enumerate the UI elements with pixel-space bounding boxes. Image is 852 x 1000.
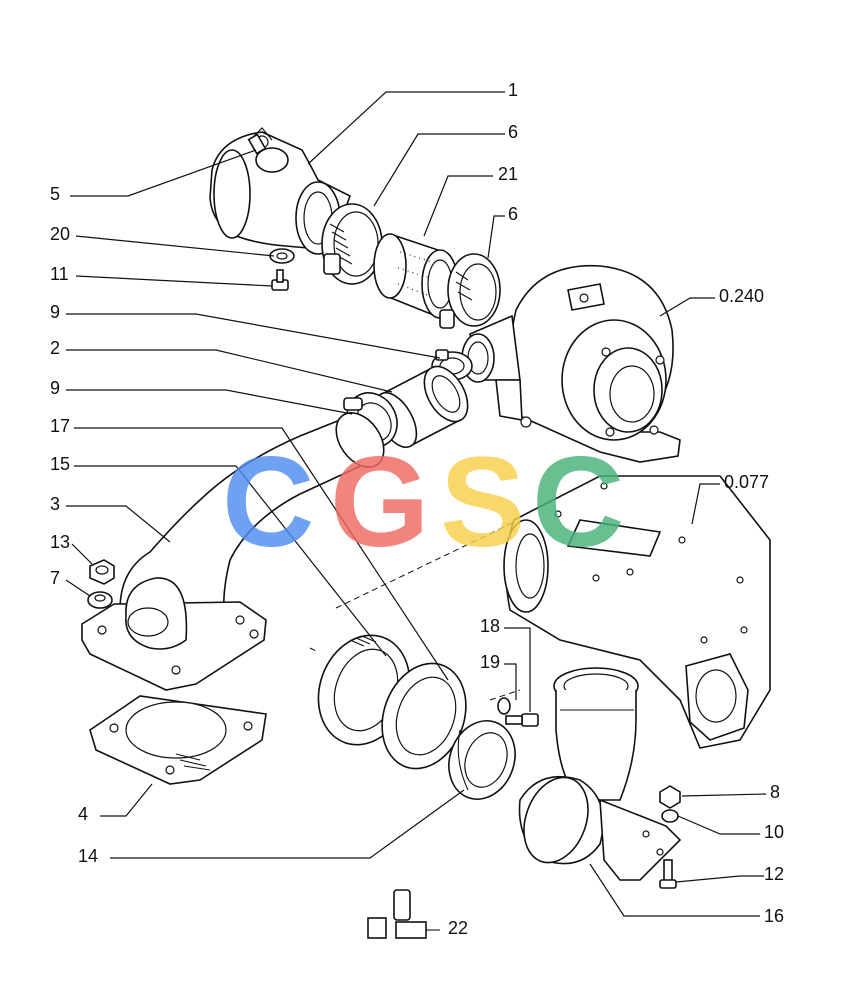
callout-4: 4 xyxy=(78,804,88,824)
part-6-hose-clamp-upper xyxy=(321,203,383,285)
part-5-screw xyxy=(247,133,267,155)
callout-12: 12 xyxy=(764,864,784,884)
part-12-bolt xyxy=(659,859,677,889)
callout-20: 20 xyxy=(50,224,70,244)
part-21-foam-sleeve xyxy=(373,233,459,319)
part-4-flange-gasket xyxy=(89,695,267,785)
callout-labels: 1 6 21 6 0.240 5 20 11 9 2 9 17 15 3 0.0… xyxy=(50,80,784,938)
cgsc-watermark: C G S C xyxy=(222,431,624,574)
callout-22: 22 xyxy=(448,918,468,938)
turbocharger-assembly xyxy=(461,264,681,463)
part-1-intake-elbow xyxy=(209,127,351,255)
watermark-letter-c2: C xyxy=(532,431,624,574)
part-11-bolt xyxy=(271,269,289,291)
part-15-gasket xyxy=(381,662,467,770)
part-10-washer xyxy=(661,809,679,823)
callout-10: 10 xyxy=(764,822,784,842)
callout-5: 5 xyxy=(50,184,60,204)
callout-9-a: 9 xyxy=(50,302,60,322)
callout-15: 15 xyxy=(50,454,70,474)
callout-1: 1 xyxy=(508,80,518,100)
part-18-screw xyxy=(505,713,539,727)
callout-0077: 0.077 xyxy=(724,472,769,492)
callout-2: 2 xyxy=(50,338,60,358)
callout-11: 11 xyxy=(50,264,69,284)
part-14-adapter-ring xyxy=(448,720,516,800)
callout-7: 7 xyxy=(50,568,60,588)
callout-6-b: 6 xyxy=(508,204,518,224)
callout-18: 18 xyxy=(480,616,500,636)
callout-9-b: 9 xyxy=(50,378,60,398)
part-13-nut xyxy=(89,559,115,585)
callout-13: 13 xyxy=(50,532,70,552)
callout-6-a: 6 xyxy=(508,122,518,142)
part-8-nut xyxy=(659,785,681,809)
callout-14: 14 xyxy=(78,846,98,866)
watermark-letter-c1: C xyxy=(222,431,314,574)
part-7-washer xyxy=(87,591,113,609)
part-16-elbow-pipe xyxy=(518,667,682,881)
callout-21: 21 xyxy=(498,164,518,184)
watermark-letter-s: S xyxy=(440,431,525,574)
part-3-intake-pipe xyxy=(81,412,385,691)
callout-19: 19 xyxy=(480,652,500,672)
part-22-kit-icon xyxy=(367,889,440,939)
callout-16: 16 xyxy=(764,906,784,926)
part-19-washer xyxy=(497,697,511,715)
callout-17: 17 xyxy=(50,416,70,436)
watermark-letter-g: G xyxy=(330,431,430,574)
leader-lines xyxy=(65,91,767,917)
part-6-hose-clamp-lower xyxy=(439,253,501,329)
callout-0240: 0.240 xyxy=(719,286,764,306)
callout-3: 3 xyxy=(50,494,60,514)
callout-8: 8 xyxy=(770,782,780,802)
assembly-centerline xyxy=(309,499,561,701)
exhaust-manifold-assembly xyxy=(503,475,771,749)
